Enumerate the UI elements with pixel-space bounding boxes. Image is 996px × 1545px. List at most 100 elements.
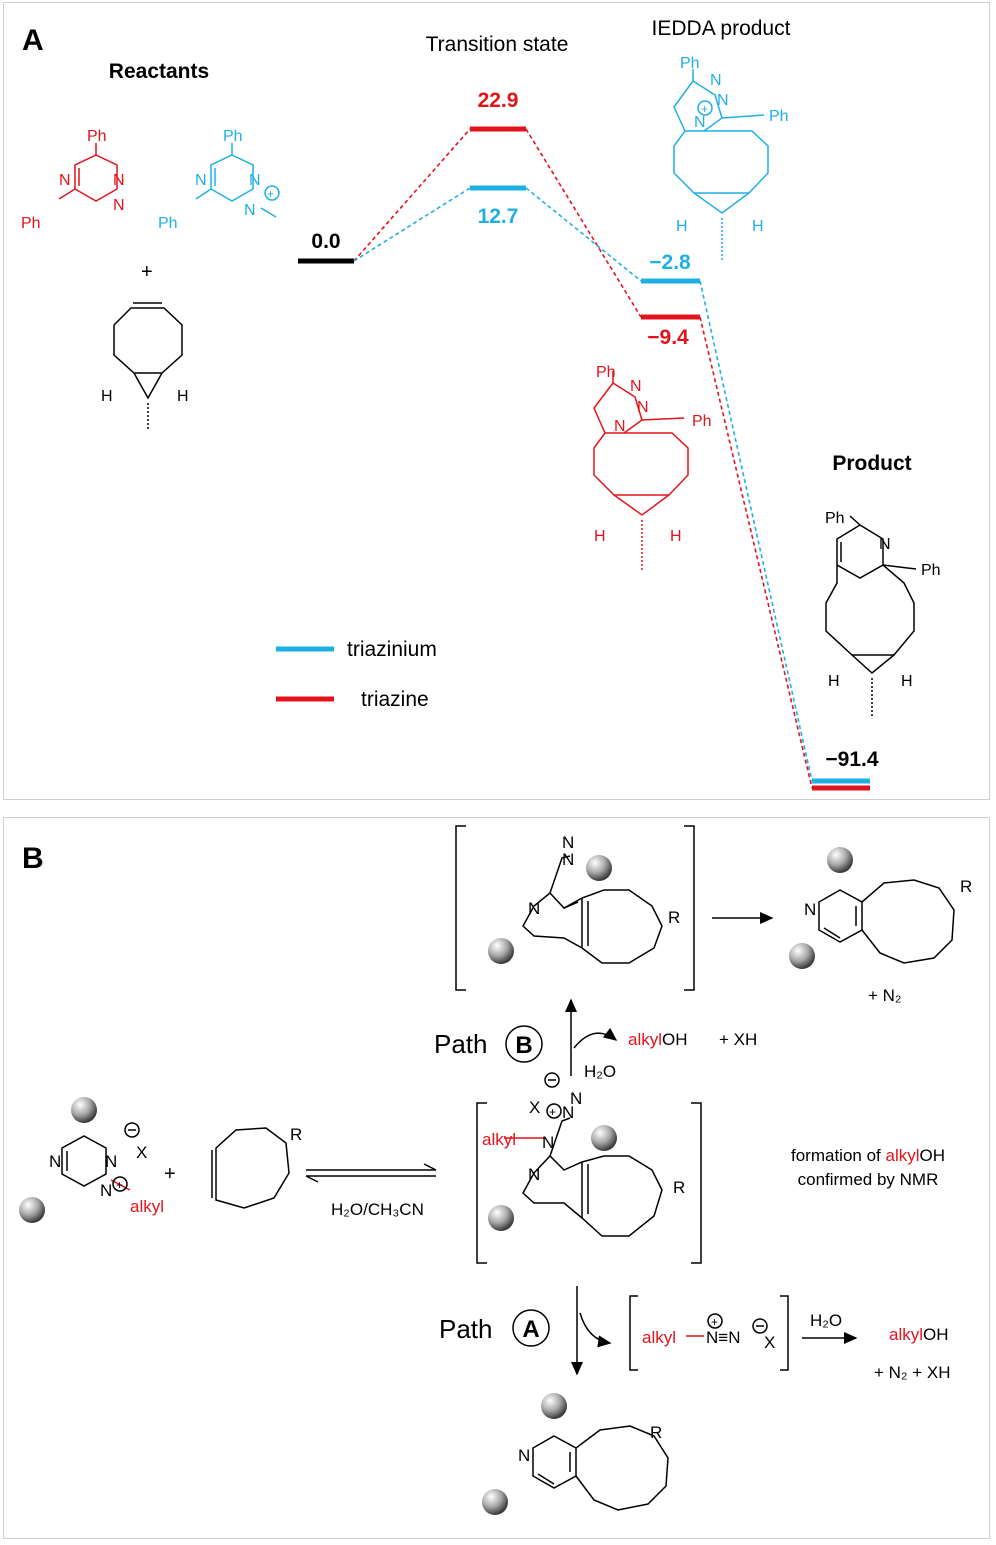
panel-b-letter: B	[22, 842, 44, 875]
n-label: N	[804, 900, 816, 919]
x-label: X	[529, 1098, 540, 1117]
ph-label: Ph	[692, 413, 712, 430]
cyclooctyne-r-structure: R	[211, 1125, 302, 1209]
reactants-header: Reactants	[109, 60, 209, 83]
alkyloh-path-a: alkylOH	[889, 1325, 949, 1344]
connector-triazinium-1	[353, 187, 471, 262]
h-label: H	[101, 388, 113, 405]
intermediate-center-structure: N N N N X alkyl R +	[476, 1072, 702, 1264]
xh-path-b: + XH	[719, 1030, 757, 1049]
x-label: X	[136, 1143, 147, 1162]
n-label: N	[630, 378, 642, 395]
ph-label: Ph	[21, 215, 41, 232]
r-label: R	[673, 1178, 685, 1197]
alkyl-diazonium: alkyl	[642, 1328, 676, 1347]
n-label: N	[528, 1165, 540, 1184]
substituent-ball-icon	[586, 855, 612, 881]
plus-charge: +	[116, 1178, 123, 1192]
n-label: N	[113, 172, 125, 189]
plus-charge: +	[267, 187, 274, 201]
ph-label: Ph	[596, 364, 616, 381]
alkyl-label: alkyl	[482, 1130, 516, 1149]
path-a-letter: A	[522, 1316, 539, 1343]
path-b-word: Path	[434, 1029, 488, 1059]
h-label: H	[901, 673, 913, 690]
energy-final: −91.4	[825, 748, 878, 771]
energy-iedda-triazine: −9.4	[647, 326, 689, 349]
panel-b: B N N N R N R + N₂ Path B	[3, 817, 990, 1539]
path-b-circle	[505, 1025, 543, 1063]
ph-label: Ph	[158, 215, 178, 232]
plus-sign: +	[141, 261, 153, 283]
product-bottom-structure: N R	[482, 1393, 669, 1515]
h-label: H	[676, 218, 688, 235]
note-line-1: formation of alkylOH	[791, 1146, 945, 1165]
n-label: N	[249, 172, 261, 189]
mechanism-scheme: B N N N R N R + N₂ Path B	[19, 825, 972, 1515]
path-a-circle	[512, 1309, 550, 1347]
ph-label: Ph	[680, 55, 700, 72]
substituent-ball-icon	[71, 1097, 97, 1123]
substituent-ball-icon	[827, 847, 853, 873]
solvent-label: H₂O/CH₃CN	[331, 1200, 424, 1219]
panel-a-letter: A	[22, 24, 44, 57]
plus-charge: +	[701, 102, 708, 116]
h2o-path-a: H₂O	[810, 1311, 842, 1330]
reactant-triazinium-structure: Ph Ph N N N +	[158, 128, 280, 232]
plus-sign-b: +	[164, 1163, 176, 1185]
energy-iedda-triazinium: −2.8	[649, 251, 691, 274]
connector-triazinium-3	[699, 280, 813, 782]
r-label: R	[960, 877, 972, 896]
path-b-letter: B	[515, 1032, 532, 1059]
panel-a: A Reactants Transition state IEDDA produ…	[3, 2, 990, 800]
ph-label: Ph	[223, 128, 243, 145]
n-label: N	[614, 418, 626, 435]
n-label: N	[59, 172, 71, 189]
n-label: N	[105, 1152, 117, 1171]
n-label: N	[518, 1446, 530, 1465]
transition-state-header: Transition state	[426, 33, 569, 56]
connectors	[353, 128, 813, 789]
final-product-structure: Ph Ph N H H	[825, 510, 941, 718]
h2o-path-b: H₂O	[584, 1062, 616, 1081]
r-label: R	[650, 1423, 662, 1442]
n-label: N	[570, 1089, 582, 1108]
curved-arrow-path-b	[573, 1027, 618, 1049]
x-counterion: X	[764, 1333, 775, 1352]
alkyl-label: alkyl	[130, 1197, 164, 1216]
plus-charge: +	[549, 1105, 556, 1119]
r-label: R	[668, 908, 680, 927]
substituent-ball-icon	[19, 1197, 45, 1223]
n-label: N	[528, 899, 540, 918]
alkyloh-path-b: alkylOH	[628, 1030, 688, 1049]
curved-arrow-path-a	[579, 1312, 612, 1348]
substituent-ball-icon	[488, 1205, 514, 1231]
n-label: N	[694, 114, 706, 131]
connector-triazine-2	[525, 128, 642, 318]
n-label: N	[195, 172, 207, 189]
diazonium-group: N≡N	[706, 1328, 740, 1347]
n-label: N	[100, 1181, 112, 1200]
energy-ts-triazine: 22.9	[478, 89, 519, 112]
triazinium-salt-structure: N N N X alkyl +	[19, 1097, 164, 1223]
substituent-ball-icon	[482, 1489, 508, 1515]
n-label: N	[113, 197, 125, 214]
n-label: N	[637, 399, 649, 416]
product-header: Product	[832, 452, 911, 475]
n-label: N	[244, 202, 256, 219]
legend-label-triazinium: triazinium	[347, 638, 437, 661]
substituent-ball-icon	[789, 943, 815, 969]
iedda-triazinium-structure: Ph Ph N N N H H +	[673, 55, 789, 261]
connector-triazinium-2	[525, 187, 642, 282]
diazonium-bracket	[629, 1295, 789, 1371]
connector-triazine-3	[699, 316, 813, 789]
h-label: H	[828, 673, 840, 690]
iedda-product-header: IEDDA product	[652, 17, 791, 40]
substituent-ball-icon	[591, 1125, 617, 1151]
plus-charge: +	[711, 1315, 718, 1329]
r-label: R	[290, 1125, 302, 1144]
ph-label: Ph	[769, 108, 789, 125]
ph-label: Ph	[921, 562, 941, 579]
substituent-ball-icon	[541, 1393, 567, 1419]
energy-levels	[298, 126, 870, 791]
